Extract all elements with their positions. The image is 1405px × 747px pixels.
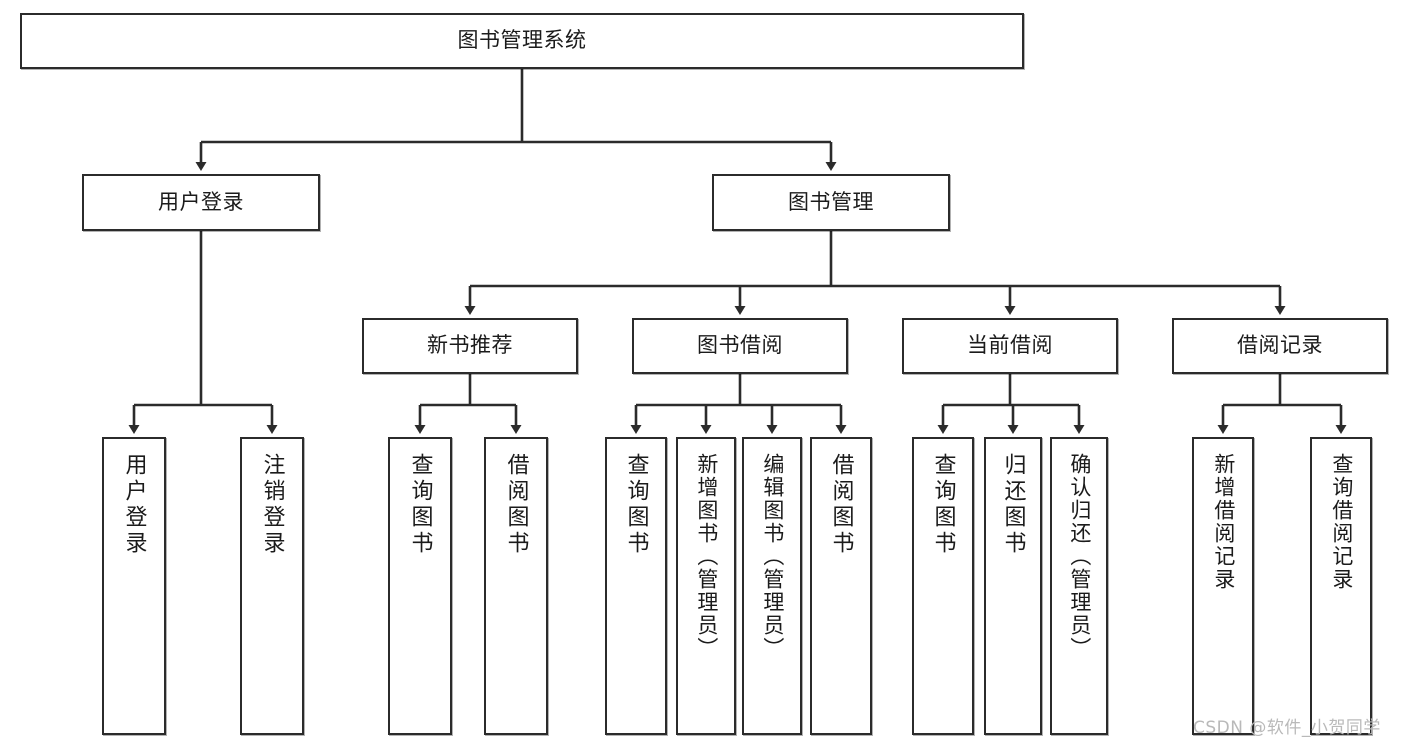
node-book-borrow: 图书借阅 xyxy=(632,318,848,374)
node-label: 注销登录 xyxy=(259,453,285,557)
node-leaf-user-login: 用户登录 xyxy=(102,437,166,735)
node-leaf-borrow-book-1: 借阅图书 xyxy=(484,437,548,735)
node-borrow-record: 借阅记录 xyxy=(1172,318,1388,374)
node-label: 新增借阅记录 xyxy=(1211,453,1236,591)
node-label: 借阅图书 xyxy=(503,453,529,557)
node-label: 确认归还（管理员） xyxy=(1067,453,1092,660)
node-label: 编辑图书（管理员） xyxy=(760,453,785,660)
node-leaf-return-book: 归还图书 xyxy=(984,437,1042,735)
node-label: 图书管理 xyxy=(788,189,874,214)
node-leaf-query-book-3: 查询图书 xyxy=(912,437,974,735)
node-user-login: 用户登录 xyxy=(82,174,320,231)
node-label: 图书借阅 xyxy=(697,333,783,358)
node-label: 借阅记录 xyxy=(1237,333,1323,358)
node-label: 归还图书 xyxy=(1000,453,1026,557)
node-leaf-edit-book: 编辑图书（管理员） xyxy=(742,437,802,735)
csdn-watermark: CSDN @软件_小贺同学 xyxy=(1193,718,1381,738)
node-book-manage: 图书管理 xyxy=(712,174,950,231)
node-leaf-user-logout: 注销登录 xyxy=(240,437,304,735)
node-current-borrow: 当前借阅 xyxy=(902,318,1118,374)
node-root: 图书管理系统 xyxy=(20,13,1024,69)
node-new-book-rec: 新书推荐 xyxy=(362,318,578,374)
node-leaf-query-book-1: 查询图书 xyxy=(388,437,452,735)
node-label: 用户登录 xyxy=(158,189,244,214)
node-leaf-add-record: 新增借阅记录 xyxy=(1192,437,1254,735)
node-leaf-query-record: 查询借阅记录 xyxy=(1310,437,1372,735)
node-leaf-query-book-2: 查询图书 xyxy=(605,437,667,735)
node-label: 借阅图书 xyxy=(828,453,854,557)
node-label: 当前借阅 xyxy=(967,333,1053,358)
node-label: 查询借阅记录 xyxy=(1329,453,1354,591)
node-leaf-confirm-return: 确认归还（管理员） xyxy=(1050,437,1108,735)
node-label: 查询图书 xyxy=(623,453,649,557)
node-label: 查询图书 xyxy=(930,453,956,557)
node-label: 用户登录 xyxy=(121,453,147,557)
node-leaf-borrow-book-2: 借阅图书 xyxy=(810,437,872,735)
node-label: 图书管理系统 xyxy=(457,28,587,53)
node-label: 新增图书（管理员） xyxy=(694,453,719,660)
node-label: 新书推荐 xyxy=(427,333,513,358)
node-label: 查询图书 xyxy=(407,453,433,557)
node-leaf-add-book: 新增图书（管理员） xyxy=(676,437,736,735)
